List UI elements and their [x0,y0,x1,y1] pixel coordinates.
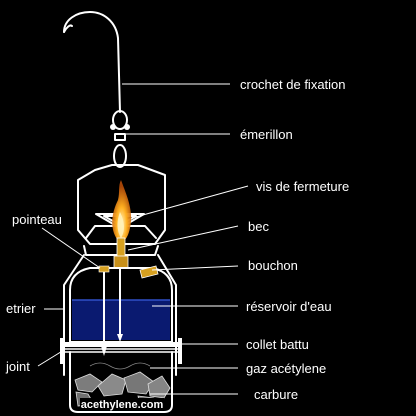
label-bouchon: bouchon [248,258,298,273]
label-crochet: crochet de fixation [240,77,346,92]
label-reservoir: réservoir d'eau [246,299,332,314]
label-joint: joint [5,359,30,374]
label-etrier: etrier [6,301,36,316]
label-bec: bec [248,219,269,234]
label-emerillon: émerillon [240,127,293,142]
swivel [110,110,130,168]
label-vis: vis de fermeture [256,179,349,194]
burner [113,237,129,269]
plug [139,265,159,279]
carbide-chamber: acethylene.com [69,351,173,413]
label-pointeau: pointeau [12,212,62,227]
label-carbure: carbure [254,387,298,402]
leader-lines [37,83,249,395]
fixing-hook [63,11,121,113]
watermark: acethylene.com [81,399,164,411]
label-gaz: gaz acétylene [246,361,326,376]
label-collet: collet battu [246,337,309,352]
flame [112,180,132,243]
